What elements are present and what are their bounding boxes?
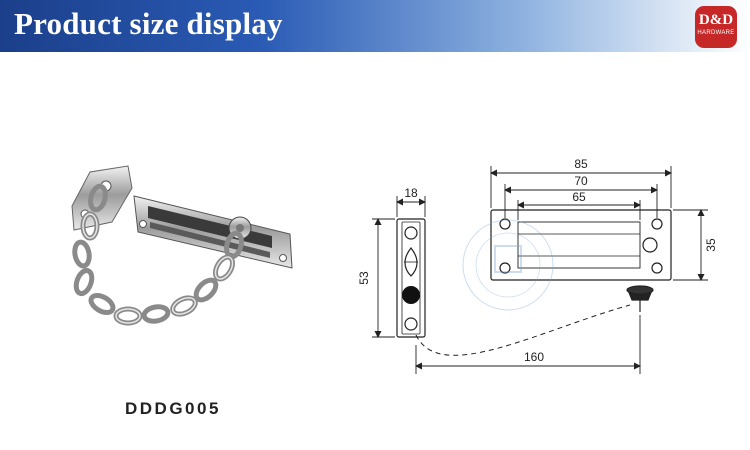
dimension-lines: [372, 166, 708, 374]
logo-subtext: HARDWARE: [697, 30, 735, 36]
header-banner: Product size display: [0, 0, 750, 52]
dim-label-65: 65: [572, 190, 586, 204]
slide-track-drawing: [490, 209, 672, 312]
logo-text: D&D: [698, 12, 734, 28]
brand-logo: D&D HARDWARE: [695, 6, 737, 48]
dim-label-53: 53: [357, 271, 371, 285]
watermark-seal: [462, 219, 554, 311]
page-title: Product size display: [14, 6, 283, 41]
dim-label-35: 35: [704, 238, 718, 252]
chain-path-dashed: [415, 304, 631, 356]
dim-label-85: 85: [574, 157, 588, 171]
dim-label-18: 18: [404, 186, 418, 200]
dim-label-70: 70: [574, 174, 588, 188]
product-photo: [71, 165, 293, 326]
chain-plate-drawing: [396, 218, 426, 338]
dim-label-160: 160: [524, 350, 544, 364]
product-model-label: DDDG005: [125, 399, 221, 418]
